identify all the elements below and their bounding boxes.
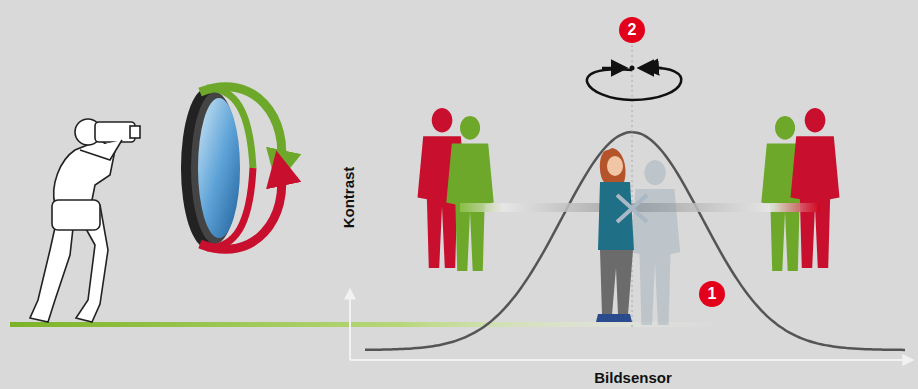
x-axis bbox=[350, 359, 912, 361]
loop-arrow bbox=[640, 67, 662, 70]
loop-arrow bbox=[602, 67, 625, 70]
axis-label: Bildsensor bbox=[594, 369, 672, 386]
y-axis bbox=[349, 290, 351, 360]
person-silhouette bbox=[791, 108, 840, 268]
lens bbox=[181, 87, 282, 250]
focus-cross bbox=[617, 195, 647, 222]
photographer bbox=[30, 119, 140, 322]
person-silhouette bbox=[446, 116, 493, 271]
focus-line bbox=[632, 40, 633, 330]
ghost-figure bbox=[630, 160, 680, 325]
loop-arrow bbox=[587, 68, 681, 100]
ground-line bbox=[10, 322, 720, 327]
callout-number: 2 bbox=[619, 17, 645, 43]
silhouettes bbox=[418, 108, 840, 271]
focus-point bbox=[630, 66, 635, 71]
axis-label: Kontrast bbox=[340, 166, 357, 228]
woman-figure bbox=[596, 148, 634, 322]
callout-number: 1 bbox=[699, 281, 725, 307]
subject-figure bbox=[596, 148, 680, 325]
